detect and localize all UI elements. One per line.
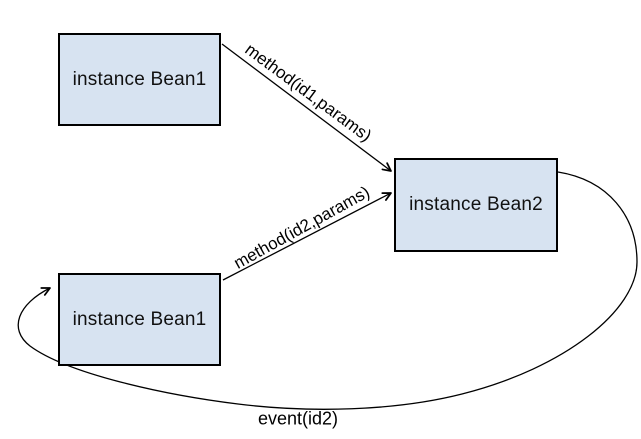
edge-method-id2	[222, 192, 392, 281]
node-bean1-bottom: instance Bean1	[58, 273, 221, 366]
edge-method-id1	[221, 43, 392, 172]
edge-label-event-id2: event(id2)	[257, 408, 339, 429]
node-bean2: instance Bean2	[394, 158, 558, 252]
node-label: instance Bean1	[72, 308, 207, 330]
node-label: instance Bean2	[409, 194, 543, 215]
edge-event-id2	[17, 171, 638, 410]
node-label: instance Bean1	[72, 68, 207, 90]
node-bean1-top: instance Bean1	[58, 33, 221, 126]
